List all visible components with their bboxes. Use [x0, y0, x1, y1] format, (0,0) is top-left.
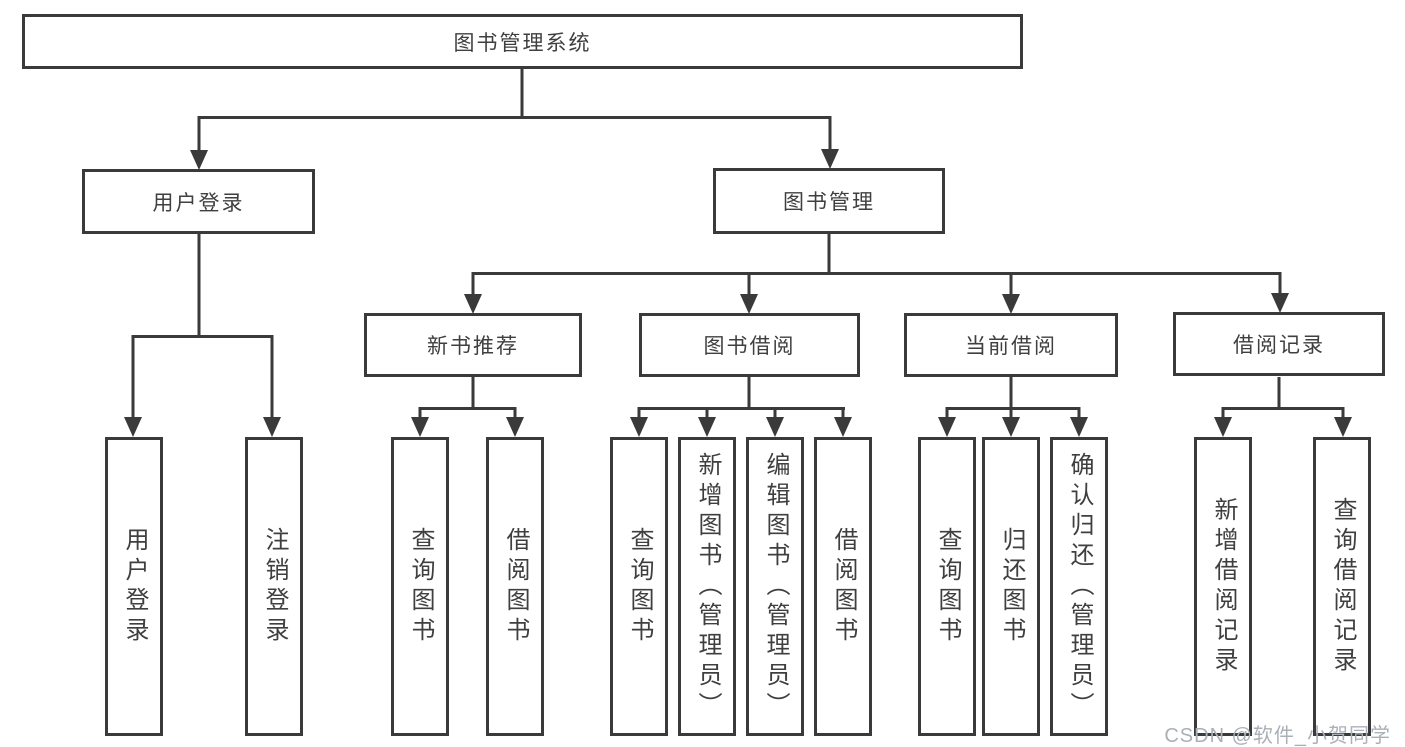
- leaf-borrow-books-recommend: 借阅图书: [486, 437, 544, 736]
- leaf-confirm-return-admin: 确认归还（管理员）: [1050, 437, 1108, 736]
- node-new-book-recommend: 新书推荐: [364, 313, 582, 377]
- node-label: 当前借阅: [965, 335, 1057, 358]
- leaf-query-books-recommend: 查询图书: [391, 437, 449, 736]
- node-label: 查询图书: [934, 526, 961, 647]
- leaf-user-login: 用户登录: [105, 437, 163, 736]
- node-label: 图书管理系统: [453, 31, 592, 55]
- node-label: 新增图书（管理员）: [694, 451, 721, 722]
- node-label: 查询图书: [407, 526, 434, 647]
- node-borrow-records: 借阅记录: [1173, 312, 1385, 376]
- leaf-query-borrow-record: 查询借阅记录: [1313, 437, 1371, 736]
- node-book-borrow: 图书借阅: [639, 313, 860, 377]
- node-label: 确认归还（管理员）: [1066, 451, 1093, 722]
- leaf-borrow-books: 借阅图书: [814, 437, 872, 736]
- leaf-logout-login: 注销登录: [245, 437, 303, 736]
- node-label: 新书推荐: [427, 335, 519, 358]
- arrowheads: [124, 149, 1352, 437]
- node-label: 图书借阅: [703, 335, 796, 358]
- leaf-query-books-borrow: 查询图书: [610, 437, 668, 736]
- node-label: 新增借阅记录: [1210, 496, 1237, 677]
- node-label: 用户登录: [152, 191, 245, 215]
- node-label: 用户登录: [121, 526, 148, 647]
- node-user-login: 用户登录: [82, 169, 315, 234]
- node-current-borrow: 当前借阅: [904, 313, 1118, 377]
- node-label: 查询图书: [626, 526, 653, 647]
- node-label: 编辑图书（管理员）: [762, 451, 789, 722]
- node-label: 借阅图书: [502, 526, 529, 647]
- node-book-management: 图书管理: [713, 168, 945, 234]
- node-library-management-system: 图书管理系统: [22, 14, 1023, 69]
- node-label: 借阅图书: [830, 526, 857, 647]
- leaf-edit-book-admin: 编辑图书（管理员）: [746, 437, 804, 736]
- node-label: 查询借阅记录: [1329, 496, 1356, 677]
- leaf-add-book-admin: 新增图书（管理员）: [678, 437, 736, 736]
- csdn-watermark: CSDN @软件_小贺同学: [1164, 725, 1391, 747]
- node-label: 图书管理: [783, 191, 875, 214]
- leaf-return-books: 归还图书: [982, 437, 1040, 736]
- node-label: 借阅记录: [1233, 334, 1325, 357]
- leaf-query-books-current: 查询图书: [918, 437, 976, 736]
- node-label: 注销登录: [261, 526, 288, 647]
- node-label: 归还图书: [998, 526, 1025, 647]
- leaf-add-borrow-record: 新增借阅记录: [1194, 437, 1252, 736]
